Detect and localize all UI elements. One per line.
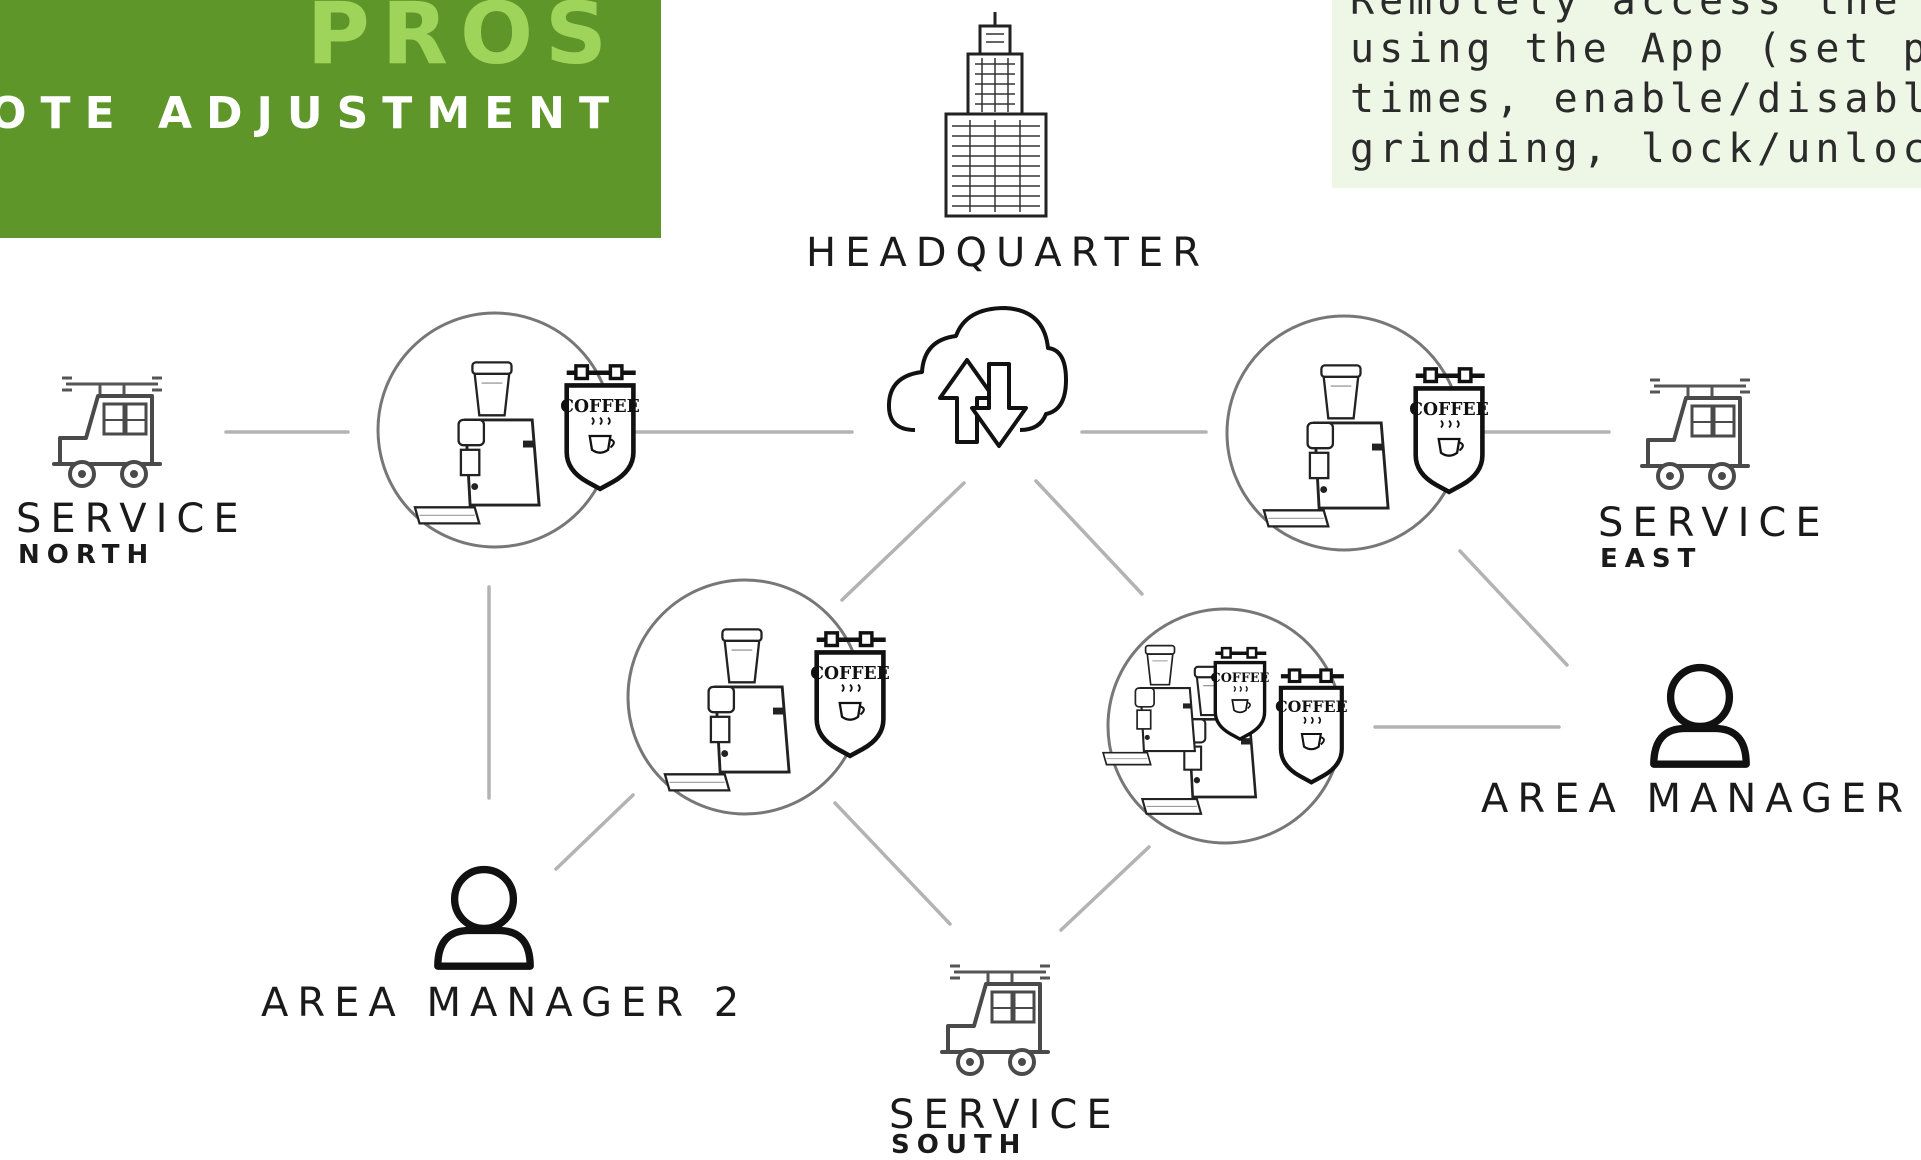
coffee-shop-center-left	[626, 578, 890, 816]
service-north-sublabel: NORTH	[18, 540, 156, 570]
description-box: Remotely access the gr using the App (se…	[1332, 0, 1921, 188]
description-line: grinding, lock/unlock t	[1350, 126, 1921, 172]
service-south-label: SERVICE	[889, 1092, 1121, 1138]
area-manager-2-label: AREA MANAGER 2	[261, 980, 749, 1026]
service-van-east-icon	[1640, 378, 1752, 490]
connector-line	[1034, 479, 1144, 596]
service-van-north-icon	[52, 376, 164, 488]
connector-line	[833, 801, 952, 926]
connector-line	[554, 793, 635, 871]
service-north-label: SERVICE	[16, 496, 248, 542]
service-east-sublabel: EAST	[1600, 544, 1703, 574]
description-line: times, enable/disable r	[1350, 76, 1921, 122]
coffee-shop-north	[376, 311, 640, 549]
connector-line	[840, 481, 966, 602]
service-van-south-icon	[940, 964, 1052, 1076]
banner-subtitle: MOTE ADJUSTMENT	[0, 88, 623, 139]
connector-lines	[224, 430, 1611, 932]
connector-line	[1458, 549, 1569, 667]
headquarter-label: HEADQUARTER	[806, 230, 1210, 276]
title-banner: PROS MOTE ADJUSTMENT	[0, 0, 661, 238]
coffee-shop-center-right	[1101, 607, 1348, 845]
coffee-shop-east	[1225, 314, 1489, 552]
area-manager-2-person-icon	[438, 870, 530, 967]
banner-title: PROS	[306, 0, 619, 84]
description-line: Remotely access the gr	[1350, 0, 1921, 24]
service-south-sublabel: SOUTH	[891, 1130, 1028, 1160]
description-line: using the App (set pau	[1350, 26, 1921, 72]
area-manager-1-label: AREA MANAGER 1	[1481, 776, 1921, 822]
area-manager-1-person-icon	[1654, 668, 1746, 765]
cloud-sync-icon	[886, 306, 1068, 448]
skyscraper-icon	[944, 12, 1048, 218]
connector-line	[1059, 845, 1151, 932]
service-east-label: SERVICE	[1598, 500, 1830, 546]
